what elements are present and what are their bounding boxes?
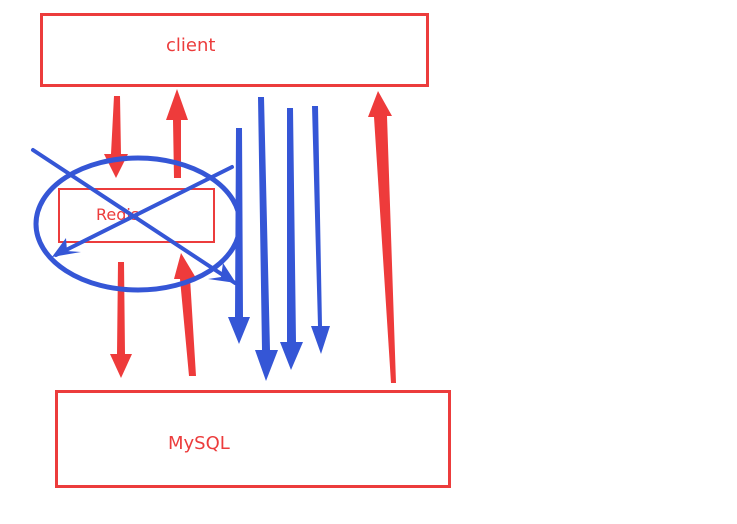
arrow-redis-to-mysql [110, 262, 132, 378]
arrow-mysql-to-client [368, 91, 396, 383]
arrow-redis-to-client [166, 89, 188, 178]
arrow-mysql-to-redis [174, 253, 196, 376]
client-label: client [166, 35, 216, 56]
client-box [40, 13, 429, 87]
mysql-box [55, 390, 451, 488]
blue-arrow-3 [280, 108, 303, 370]
blue-arrow-2 [255, 97, 278, 381]
redis-box [58, 188, 215, 243]
redis-crossout [31, 148, 237, 285]
mysql-label: MySQL [168, 433, 230, 454]
blue-arrow-4 [311, 106, 330, 354]
crossout-line-2 [54, 165, 234, 257]
blue-arrows [228, 97, 330, 381]
blue-arrow-1 [228, 128, 250, 344]
crossout-arrowhead-2 [52, 238, 81, 257]
crossout-arrowhead-1 [208, 263, 236, 283]
arrow-client-to-redis [104, 96, 128, 178]
red-arrows [104, 89, 396, 383]
